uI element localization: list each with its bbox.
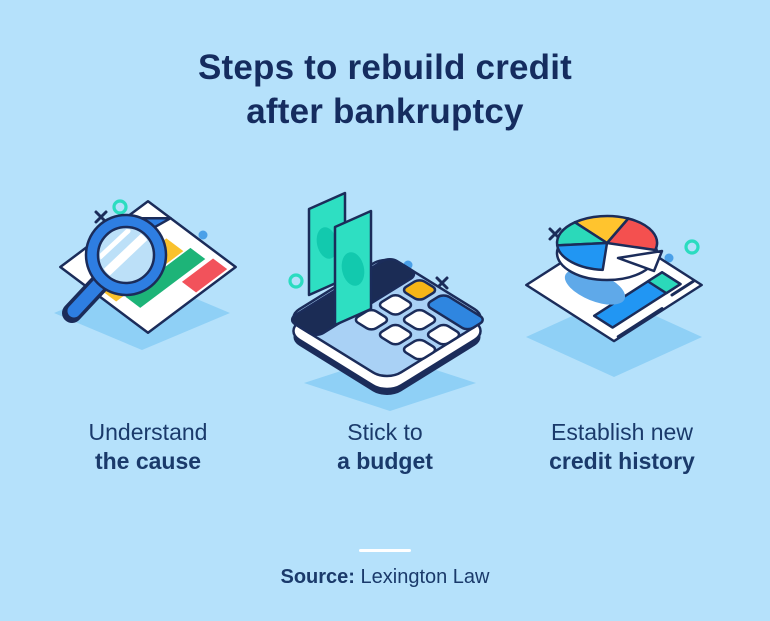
page-title: Steps to rebuild credit after bankruptcy bbox=[0, 46, 770, 134]
ring-icon bbox=[684, 239, 700, 255]
source-value: Lexington Law bbox=[360, 566, 490, 588]
ring-icon bbox=[288, 273, 304, 289]
dot-icon bbox=[664, 253, 674, 263]
caption-line-2: the cause bbox=[94, 448, 202, 474]
steps-row: Understand the cause bbox=[0, 185, 770, 485]
title-line-1: Steps to rebuild credit bbox=[197, 48, 573, 87]
dot-icon bbox=[198, 230, 208, 240]
front-bill bbox=[333, 209, 373, 327]
caption-line-2: credit history bbox=[549, 448, 695, 474]
detached-slice bbox=[616, 249, 664, 273]
step-understand-the-cause: Understand the cause bbox=[28, 185, 268, 485]
document-with-pie-chart-illustration bbox=[502, 214, 742, 377]
caption-line-1: Understand bbox=[88, 419, 208, 445]
progress-bar-fill bbox=[648, 272, 681, 293]
caption-line-1: Stick to bbox=[347, 419, 423, 445]
step-establish-new-credit-history: Establish new credit history bbox=[502, 185, 742, 485]
step-stick-to-a-budget: Stick to a budget bbox=[265, 185, 505, 485]
sparkle-decorations bbox=[288, 260, 449, 290]
yellow-button bbox=[401, 279, 438, 302]
long-rule bbox=[618, 309, 662, 337]
blue-wide-button bbox=[425, 293, 486, 331]
pie-slice-red bbox=[605, 217, 659, 252]
caption-line-1: Establish new bbox=[551, 419, 693, 445]
lens-glints bbox=[100, 229, 149, 278]
source-line: Source: Lexington Law bbox=[0, 566, 770, 589]
calculator-buttons bbox=[353, 279, 486, 361]
magnifying-glass-over-report-illustration bbox=[54, 199, 268, 350]
footer-divider bbox=[359, 549, 411, 552]
sparkle-decorations bbox=[548, 227, 700, 263]
step-caption: Understand the cause bbox=[28, 418, 268, 476]
title-line-2: after bankruptcy bbox=[246, 92, 524, 131]
money-bills-icon bbox=[307, 191, 373, 327]
step-caption: Stick to a budget bbox=[265, 418, 505, 476]
magnifying-glass-icon bbox=[62, 213, 168, 323]
source-label: Source: bbox=[280, 566, 355, 588]
pie-chart-icon bbox=[555, 214, 664, 305]
pie-slice-blue bbox=[555, 241, 609, 272]
ring-icon bbox=[112, 199, 128, 215]
step-caption: Establish new credit history bbox=[502, 418, 742, 476]
pie-slice-yellow bbox=[573, 214, 630, 245]
caption-line-2: a budget bbox=[337, 448, 433, 474]
handle bbox=[67, 276, 107, 318]
calculator-with-cash-illustration bbox=[288, 191, 505, 411]
short-rule bbox=[672, 281, 693, 295]
pie-shadow bbox=[564, 269, 626, 305]
